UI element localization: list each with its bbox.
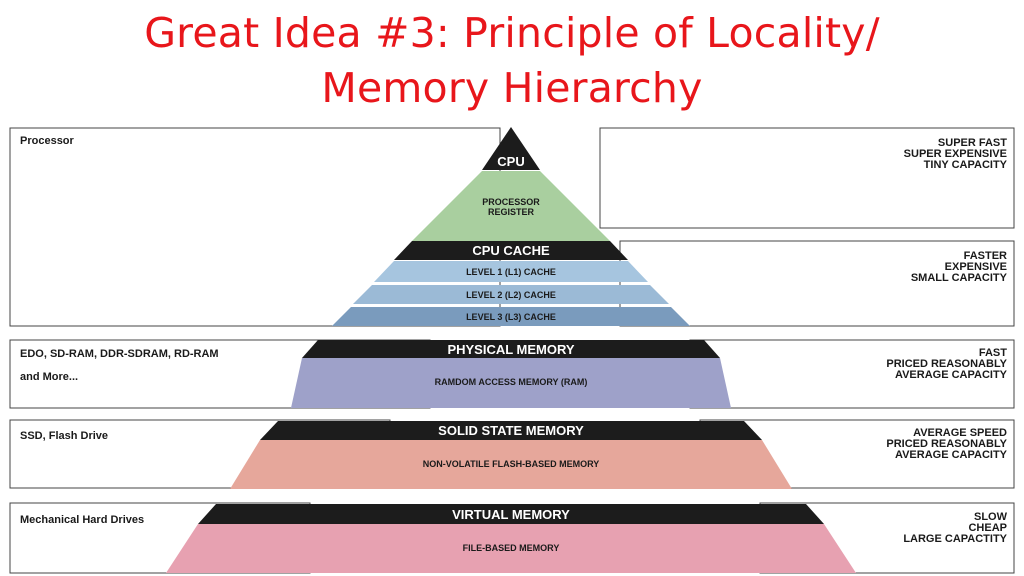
register-band — [412, 171, 610, 241]
tier1-capacity: TINY CAPACITY — [923, 159, 1007, 171]
ssd-header-label: SOLID STATE MEMORY — [438, 423, 584, 438]
physical-header-band — [302, 340, 720, 358]
tier2-capacity: SMALL CAPACITY — [910, 272, 1007, 284]
cache-header-label: CPU CACHE — [472, 243, 550, 258]
title-line-2: Memory Hierarchy — [321, 64, 703, 112]
tier1-speed: SUPER FAST — [937, 137, 1007, 149]
l3-label: LEVEL 3 (L3) CACHE — [466, 312, 556, 322]
ram-band — [291, 358, 731, 408]
cpu-label: CPU — [497, 154, 524, 169]
virtual-header-band — [198, 504, 824, 524]
tier1-cost: SUPER EXPENSIVE — [903, 148, 1007, 160]
tier4-capacity: AVERAGE CAPACITY — [894, 449, 1007, 461]
tier2-cost: EXPENSIVE — [944, 261, 1007, 273]
tier4-speed: AVERAGE SPEED — [913, 427, 1007, 439]
file-label: FILE-BASED MEMORY — [463, 543, 560, 553]
l3-band — [332, 307, 690, 326]
flash-band — [230, 440, 792, 489]
tier2-speed: FASTER — [963, 250, 1007, 262]
right-box-tier1 — [599, 127, 1015, 229]
ssd-header-band — [260, 421, 762, 440]
slide-title: Great Idea #3: Principle of Locality/ Me… — [0, 6, 1024, 116]
register-label-line2: REGISTER — [488, 207, 535, 217]
title-line-1: Great Idea #3: Principle of Locality/ — [144, 9, 880, 57]
left-label-ssd: SSD, Flash Drive — [20, 430, 109, 442]
right-label-tier1: SUPER FAST SUPER EXPENSIVE TINY CAPACITY — [807, 138, 1007, 171]
left-label-ram-types-2: and More... — [20, 371, 79, 383]
left-label-hdd: Mechanical Hard Drives — [20, 514, 145, 526]
right-label-tier5: SLOW CHEAP LARGE CAPACTITY — [807, 512, 1007, 545]
tier4-cost: PRICED REASONABLY — [886, 438, 1007, 450]
physical-header-label: PHYSICAL MEMORY — [447, 342, 574, 357]
l1-band — [374, 261, 648, 282]
ram-label: RAMDOM ACCESS MEMORY (RAM) — [435, 377, 588, 387]
virtual-header-label: VIRTUAL MEMORY — [452, 507, 570, 522]
cpu-band — [482, 127, 540, 170]
l2-label: LEVEL 2 (L2) CACHE — [466, 290, 556, 300]
right-label-tier4: AVERAGE SPEED PRICED REASONABLY AVERAGE … — [807, 428, 1007, 461]
register-label-line1: PROCESSOR — [482, 197, 540, 207]
l2-band — [353, 285, 669, 304]
tier3-speed: FAST — [978, 347, 1007, 359]
tier5-capacity: LARGE CAPACTITY — [903, 533, 1007, 545]
right-label-tier3: FAST PRICED REASONABLY AVERAGE CAPACITY — [807, 348, 1007, 381]
right-label-tier2: FASTER EXPENSIVE SMALL CAPACITY — [807, 251, 1007, 284]
file-band — [166, 524, 856, 573]
flash-label: NON-VOLATILE FLASH-BASED MEMORY — [423, 459, 600, 469]
tier5-cost: CHEAP — [968, 522, 1007, 534]
left-label-ram-types-1: EDO, SD-RAM, DDR-SDRAM, RD-RAM — [20, 348, 219, 360]
tier3-capacity: AVERAGE CAPACITY — [894, 369, 1007, 381]
l1-label: LEVEL 1 (L1) CACHE — [466, 267, 556, 277]
right-box-tier2 — [619, 240, 1015, 327]
left-label-processor: Processor — [20, 135, 74, 147]
cache-header-band — [394, 241, 628, 260]
tier3-cost: PRICED REASONABLY — [886, 358, 1007, 370]
tier5-speed: SLOW — [974, 511, 1007, 523]
